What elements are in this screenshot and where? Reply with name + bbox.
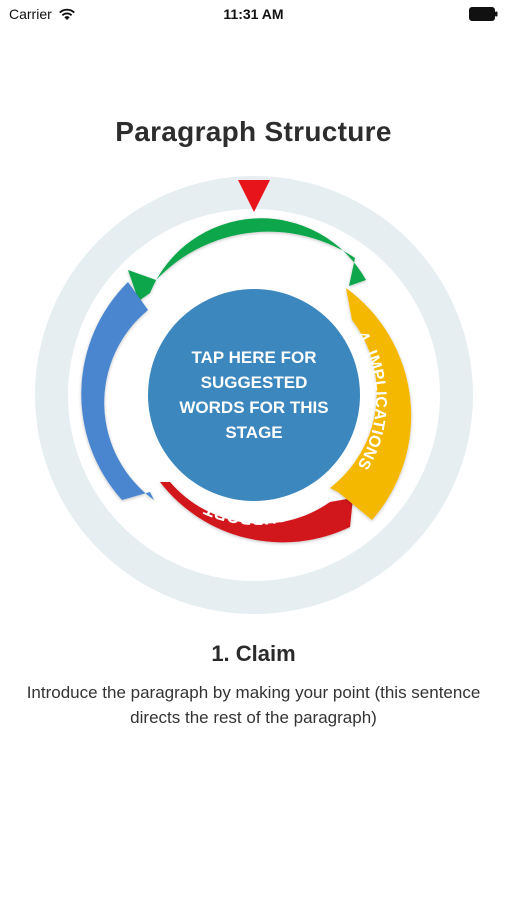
stage-title: 1. Claim	[211, 641, 296, 666]
stage-implications-arrow[interactable]	[330, 288, 412, 520]
stage-description: Introduce the paragraph by making your p…	[26, 683, 481, 727]
center-text-line-2: SUGGESTED	[201, 373, 308, 392]
status-bar: Carrier 11:31 AM	[0, 0, 507, 28]
center-text-line-3: WORDS FOR THIS	[179, 398, 328, 417]
battery-icon	[469, 7, 498, 21]
wifi-icon	[58, 8, 75, 20]
cycle-svg: TAP HERE FOR SUGGESTED WORDS FOR THIS ST…	[0, 170, 473, 614]
stage-support-arrow[interactable]	[160, 482, 353, 543]
status-time: 11:31 AM	[223, 6, 284, 22]
triangle-down-icon	[238, 180, 270, 212]
stage-justification-arrow[interactable]	[81, 282, 154, 500]
suggested-words-button[interactable]: TAP HERE FOR SUGGESTED WORDS FOR THIS ST…	[148, 289, 360, 501]
stage-claim-arrow[interactable]	[128, 218, 366, 302]
carrier-info: Carrier	[9, 6, 76, 22]
paragraph-cycle-diagram: TAP HERE FOR SUGGESTED WORDS FOR THIS ST…	[0, 170, 507, 620]
page-title: Paragraph Structure	[115, 116, 392, 147]
center-text-line-1: TAP HERE FOR	[192, 348, 317, 367]
carrier-label: Carrier	[9, 6, 52, 22]
center-text-line-4: STAGE	[225, 423, 282, 442]
center-circle[interactable]	[148, 289, 360, 501]
